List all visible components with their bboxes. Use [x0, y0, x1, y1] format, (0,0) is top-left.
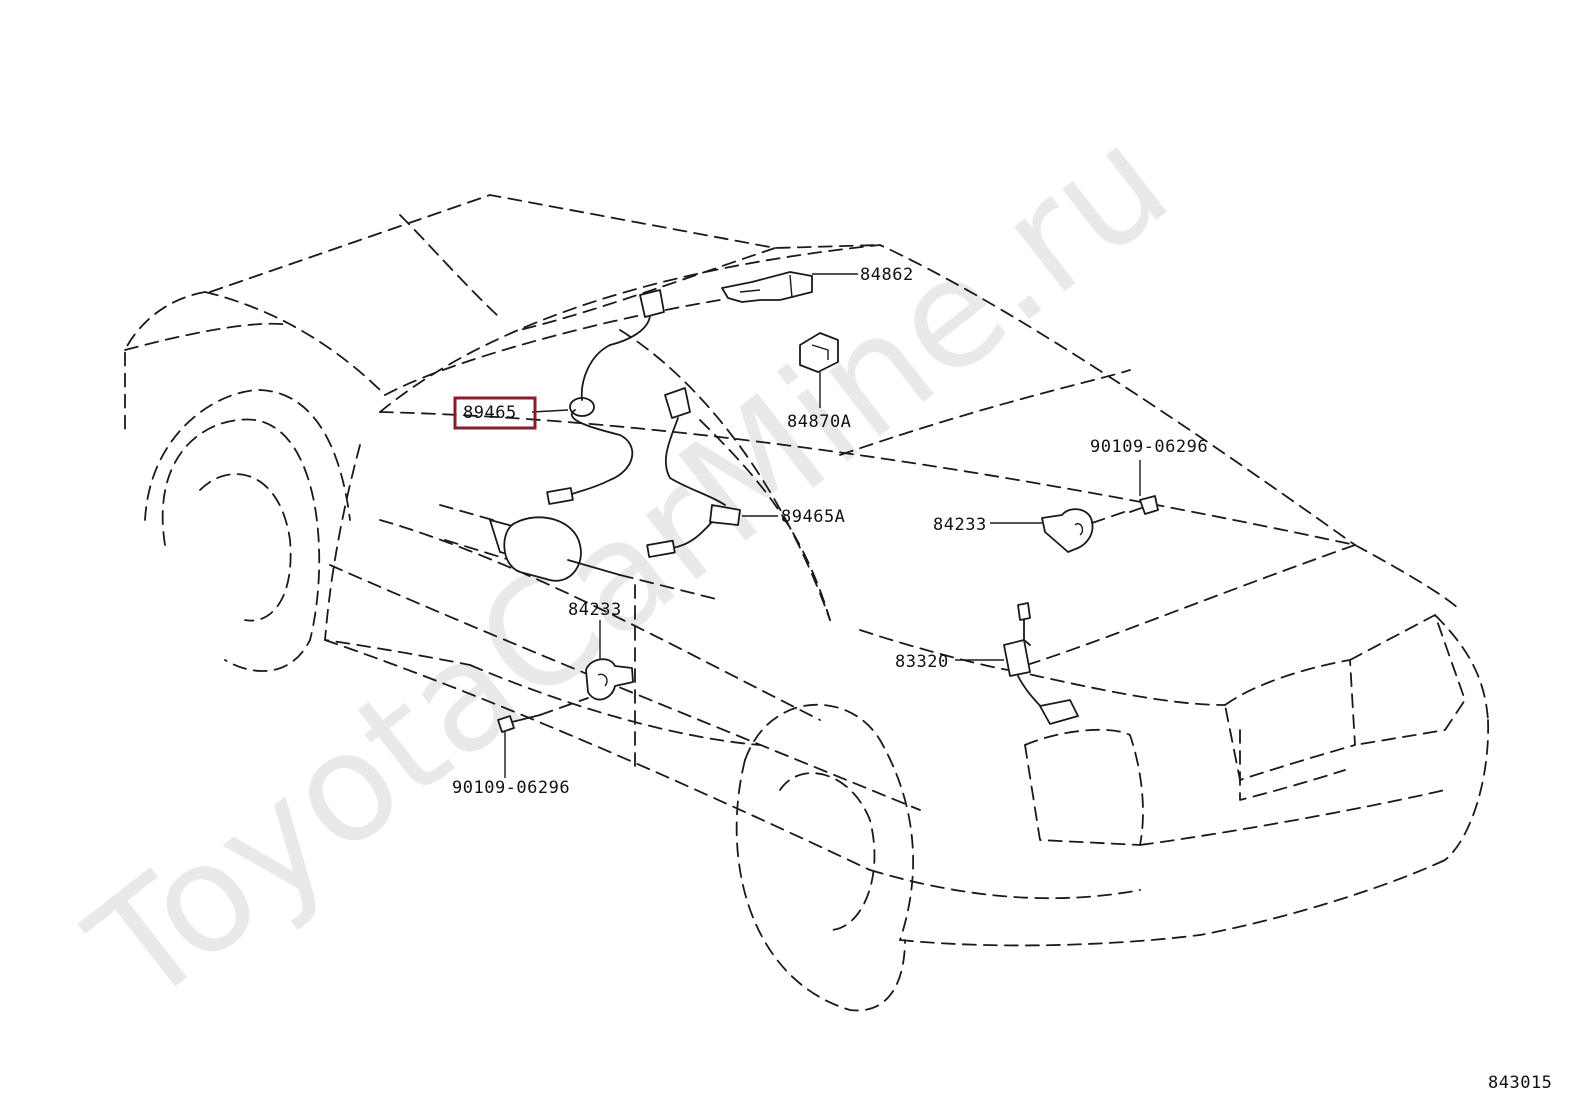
callout-84870a: 84870A — [787, 412, 851, 432]
part-89465a-oxygen-sensor — [646, 387, 778, 558]
callout-90109-06296-right: 90109-06296 — [1090, 437, 1208, 457]
callout-84233-right: 84233 — [933, 515, 987, 535]
callout-labels: 84862 84870A 89465 89465A 90109-06296 84… — [452, 265, 1552, 1093]
part-84233-left-sensor — [585, 658, 634, 701]
callout-84233-left: 84233 — [568, 600, 622, 620]
highlight-box-89465 — [453, 396, 537, 430]
part-90109-bolt-right — [1129, 495, 1159, 515]
watermark: ToyotaCarMine.ru — [59, 94, 1200, 1038]
part-exhaust-converter — [439, 504, 721, 601]
callout-89465a: 89465A — [781, 507, 845, 527]
part-84233-right-sensor — [1041, 508, 1094, 553]
diagram-code: 843015 — [1488, 1073, 1552, 1093]
part-84862-switch — [721, 271, 813, 303]
callout-90109-06296-left: 90109-06296 — [452, 778, 570, 798]
callout-89465: 89465 — [463, 403, 517, 423]
part-84870a-switch — [799, 332, 839, 373]
callout-84862: 84862 — [860, 265, 914, 285]
part-89465-oxygen-sensor — [531, 289, 665, 505]
part-83320-module — [1003, 602, 1079, 725]
part-90109-bolt-left — [497, 714, 541, 733]
callout-83320: 83320 — [895, 652, 949, 672]
